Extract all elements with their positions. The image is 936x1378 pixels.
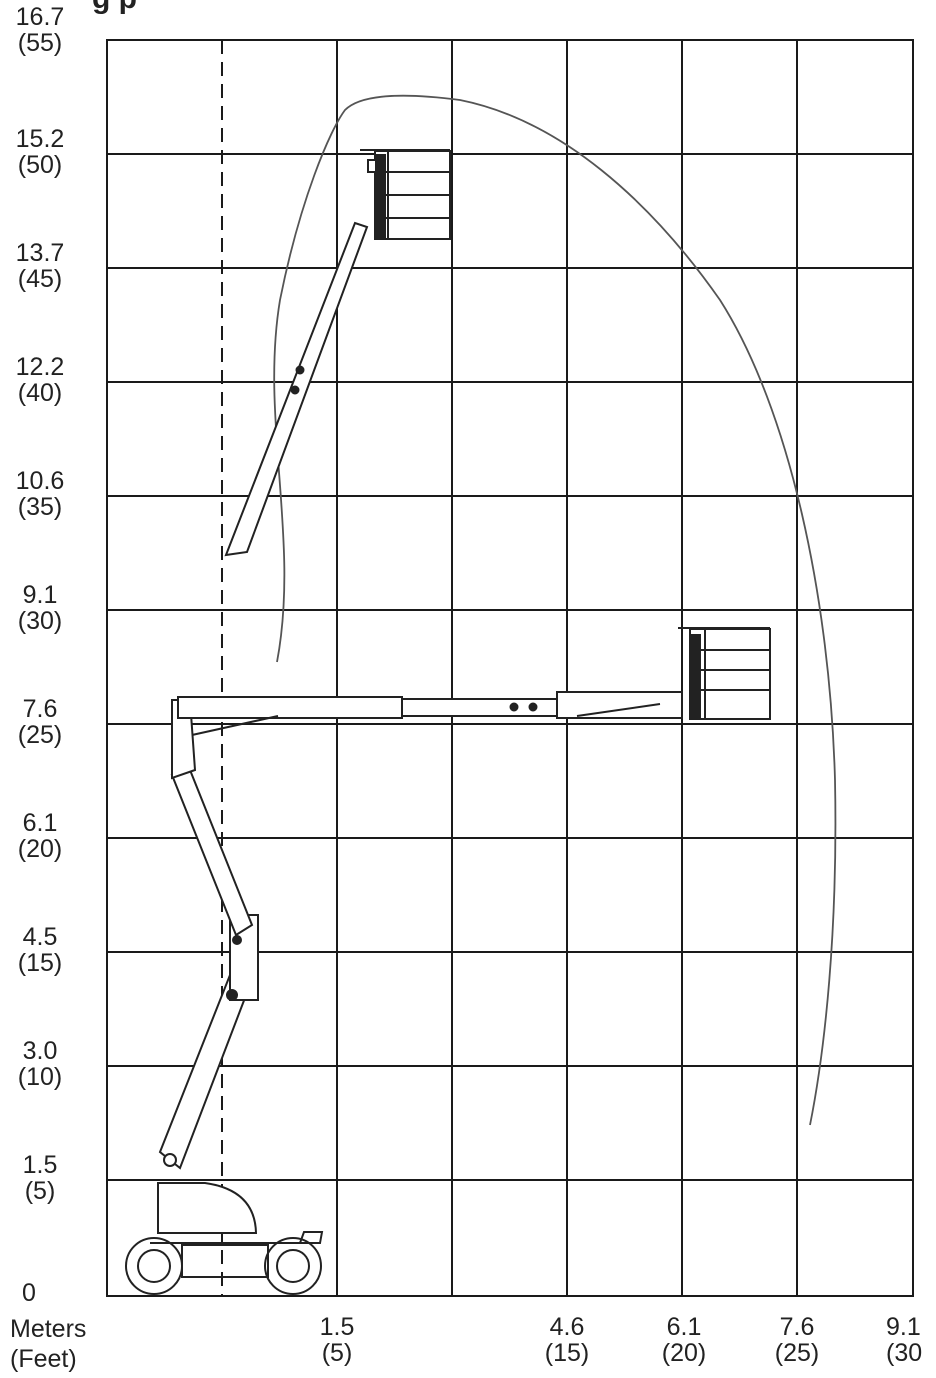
y-label-30: 9.1(30) [17, 581, 63, 635]
x-label-15: 4.6(15) [544, 1313, 590, 1367]
x-label-30: 9.1(30 [886, 1314, 923, 1366]
horizontal-upper-boom [177, 691, 683, 736]
rear-wheel [125, 1237, 183, 1295]
y-label-5: 1.5(5) [22, 1151, 58, 1205]
raised-platform [360, 149, 451, 240]
extended-platform [678, 627, 771, 720]
turntable [157, 1182, 258, 1234]
x-axis-unit-label: Meters(Feet) [10, 1315, 87, 1373]
y-label-0: 0 [22, 1279, 36, 1307]
x-label-20: 6.1(20) [661, 1313, 707, 1367]
y-label-20: 6.1(20) [17, 809, 63, 863]
grid [106, 39, 914, 1297]
y-label-10: 3.0(10) [17, 1037, 63, 1091]
chassis [150, 1231, 324, 1244]
y-label-35: 10.6(35) [15, 467, 65, 521]
x-label-25: 7.6(25) [774, 1313, 820, 1367]
y-label-50: 15.2(50) [15, 125, 65, 179]
y-label-40: 12.2(40) [15, 353, 65, 407]
working-envelope-curve [273, 94, 837, 1126]
title-fragment: g p [92, 0, 137, 16]
boom-lift-machine [125, 149, 771, 1295]
mid-boom [170, 768, 254, 937]
y-label-45: 13.7(45) [15, 239, 65, 293]
x-label-5: 1.5(5) [319, 1313, 355, 1367]
y-label-15: 4.5(15) [17, 923, 63, 977]
front-wheel [264, 1237, 322, 1295]
y-label-55: 16.7(55) [15, 3, 65, 57]
lower-boom [158, 973, 250, 1170]
y-label-25: 7.6(25) [17, 695, 63, 749]
